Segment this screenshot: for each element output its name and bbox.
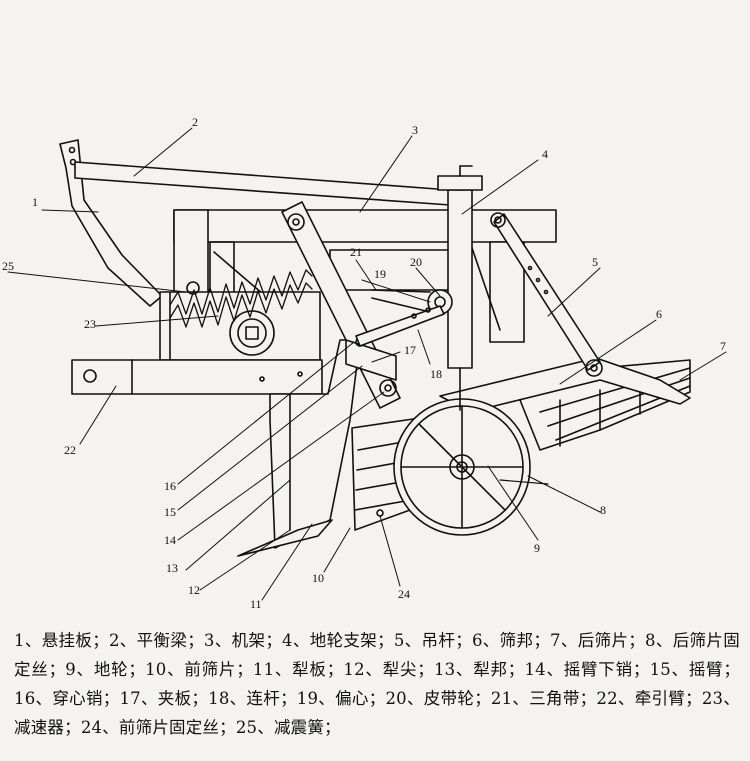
legend-item: 3、机架；	[203, 631, 283, 650]
legend-item: 11、犁板；	[252, 660, 344, 679]
legend-item: 10、前筛片；	[145, 660, 253, 679]
callout-1: 1	[32, 195, 38, 209]
legend-item: 23、减速器；	[14, 689, 741, 737]
parts-legend: 1、悬挂板；2、平衡梁；3、机架；4、地轮支架；5、吊杆；6、筛邦；7、后筛片；…	[14, 626, 740, 742]
legend-item: 8、后筛片固定丝；	[14, 631, 740, 679]
callout-15: 15	[164, 505, 176, 519]
legend-item: 1、悬挂板；	[14, 631, 109, 650]
legend-item: 18、连杆；	[208, 689, 297, 708]
legend-item: 9、地轮；	[65, 660, 146, 679]
legend-item: 21、三角带；	[490, 689, 597, 708]
rocker-arm	[281, 201, 401, 409]
callout-leaders	[7, 127, 727, 601]
callout-19: 19	[374, 267, 386, 281]
legend-item: 13、犁邦；	[433, 660, 525, 679]
legend-item: 15、摇臂；	[649, 660, 741, 679]
callout-11: 11	[250, 597, 262, 611]
legend-item: 20、皮带轮；	[385, 689, 491, 708]
legend-item: 16、穿心销；	[14, 689, 120, 708]
shock-spring	[169, 269, 313, 328]
callout-23: 23	[84, 317, 96, 331]
callout-17: 17	[404, 343, 416, 357]
legend-item: 19、偏心；	[296, 689, 386, 708]
hanger-rod	[490, 212, 603, 377]
traction-arm	[71, 359, 323, 395]
callout-13: 13	[166, 561, 178, 575]
callout-7: 7	[720, 339, 726, 353]
callout-14: 14	[164, 533, 176, 547]
connecting-rod	[355, 305, 445, 347]
callout-3: 3	[412, 123, 418, 137]
callout-2: 2	[192, 115, 198, 129]
legend-item: 6、筛邦；	[471, 631, 551, 650]
legend-item: 14、摇臂下销；	[524, 660, 650, 679]
legend-item: 7、后筛片；	[550, 631, 645, 650]
callout-10: 10	[312, 571, 324, 585]
legend-item: 2、平衡梁；	[108, 631, 204, 650]
callout-9: 9	[534, 541, 540, 555]
legend-item: 17、夹板；	[119, 689, 209, 708]
wheel-bracket	[437, 165, 483, 411]
callout-12: 12	[188, 583, 200, 597]
callout-6: 6	[656, 307, 662, 321]
callout-21: 21	[350, 245, 362, 259]
callout-4: 4	[542, 147, 548, 161]
machine-drawing: 1 2 3 4 5 6 7 8 9 10 11 12 13 14 15 16 1…	[2, 115, 727, 611]
callout-5: 5	[592, 255, 598, 269]
legend-item: 4、地轮支架；	[282, 631, 394, 650]
callout-numbers: 1 2 3 4 5 6 7 8 9 10 11 12 13 14 15 16 1…	[2, 115, 726, 611]
legend-item: 22、牵引臂；	[596, 689, 702, 708]
legend-item: 24、前筛片固定丝；	[80, 718, 236, 737]
legend-item: 25、减震簧；	[235, 718, 341, 737]
callout-18: 18	[430, 367, 442, 381]
plough-side	[269, 339, 361, 549]
legend-item: 12、犁尖；	[343, 660, 434, 679]
legend-item: 5、吊杆；	[393, 631, 472, 650]
ground-wheel	[393, 398, 531, 536]
callout-20: 20	[410, 255, 422, 269]
callout-22: 22	[64, 443, 76, 457]
callout-16: 16	[164, 479, 176, 493]
callout-24: 24	[398, 587, 410, 601]
callout-25: 25	[2, 259, 14, 273]
balance-beam	[74, 161, 451, 206]
callout-8: 8	[600, 503, 606, 517]
